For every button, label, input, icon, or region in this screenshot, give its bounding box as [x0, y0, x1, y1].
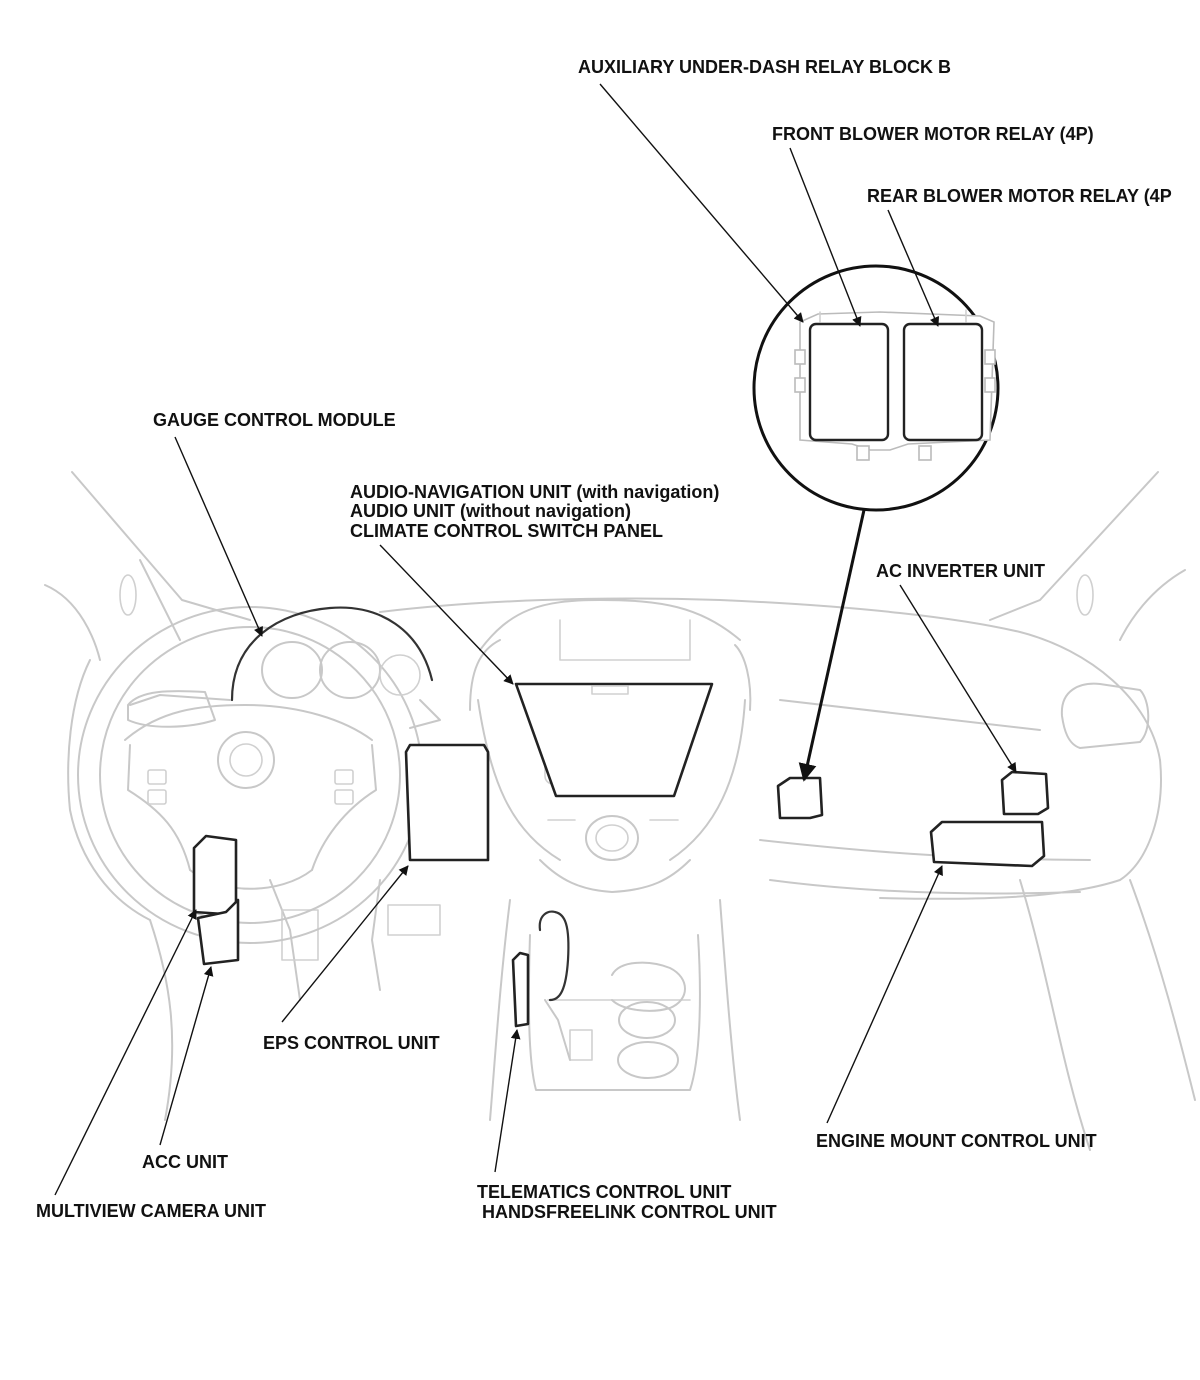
label-rear-blower-relay: REAR BLOWER MOTOR RELAY (4P: [867, 186, 1172, 206]
labels: AUXILIARY UNDER-DASH RELAY BLOCK B FRONT…: [36, 57, 1172, 1222]
label-acc-unit: ACC UNIT: [142, 1152, 228, 1172]
label-engine-mount-control-unit: ENGINE MOUNT CONTROL UNIT: [816, 1131, 1097, 1151]
eps-control-unit: [404, 743, 490, 862]
rear-blower-motor-relay: [902, 322, 984, 442]
label-ac-inverter-unit: AC INVERTER UNIT: [876, 561, 1045, 581]
relay-block-detail: [752, 264, 1000, 512]
front-blower-motor-relay: [808, 322, 890, 442]
leader-lines: [54, 83, 1017, 1196]
components: [192, 682, 1050, 1028]
label-audio-nav-line1: AUDIO-NAVIGATION UNIT (with navigation): [350, 482, 719, 502]
label-telematics-line1: TELEMATICS CONTROL UNIT: [477, 1182, 731, 1202]
label-telematics-line2: HANDSFREELINK CONTROL UNIT: [482, 1202, 777, 1222]
label-multiview-camera-unit: MULTIVIEW CAMERA UNIT: [36, 1201, 266, 1221]
label-eps-control-unit: EPS CONTROL UNIT: [263, 1033, 440, 1053]
telematics-control-unit: [511, 951, 530, 1028]
label-gauge-control-module: GAUGE CONTROL MODULE: [153, 410, 396, 430]
label-aux-relay-block: AUXILIARY UNDER-DASH RELAY BLOCK B: [578, 57, 951, 77]
acc-unit: [196, 898, 240, 966]
multiview-camera-unit: [192, 834, 238, 916]
label-audio-nav-line2: AUDIO UNIT (without navigation): [350, 501, 631, 521]
relay-block-location: [776, 776, 824, 820]
dashboard-outline: [44, 471, 1196, 1151]
ac-inverter-unit: [1000, 770, 1050, 816]
label-front-blower-relay: FRONT BLOWER MOTOR RELAY (4P): [772, 124, 1094, 144]
label-audio-nav-line3: CLIMATE CONTROL SWITCH PANEL: [350, 521, 663, 541]
audio-navigation-unit: [514, 682, 714, 798]
engine-mount-control-unit: [929, 820, 1046, 868]
